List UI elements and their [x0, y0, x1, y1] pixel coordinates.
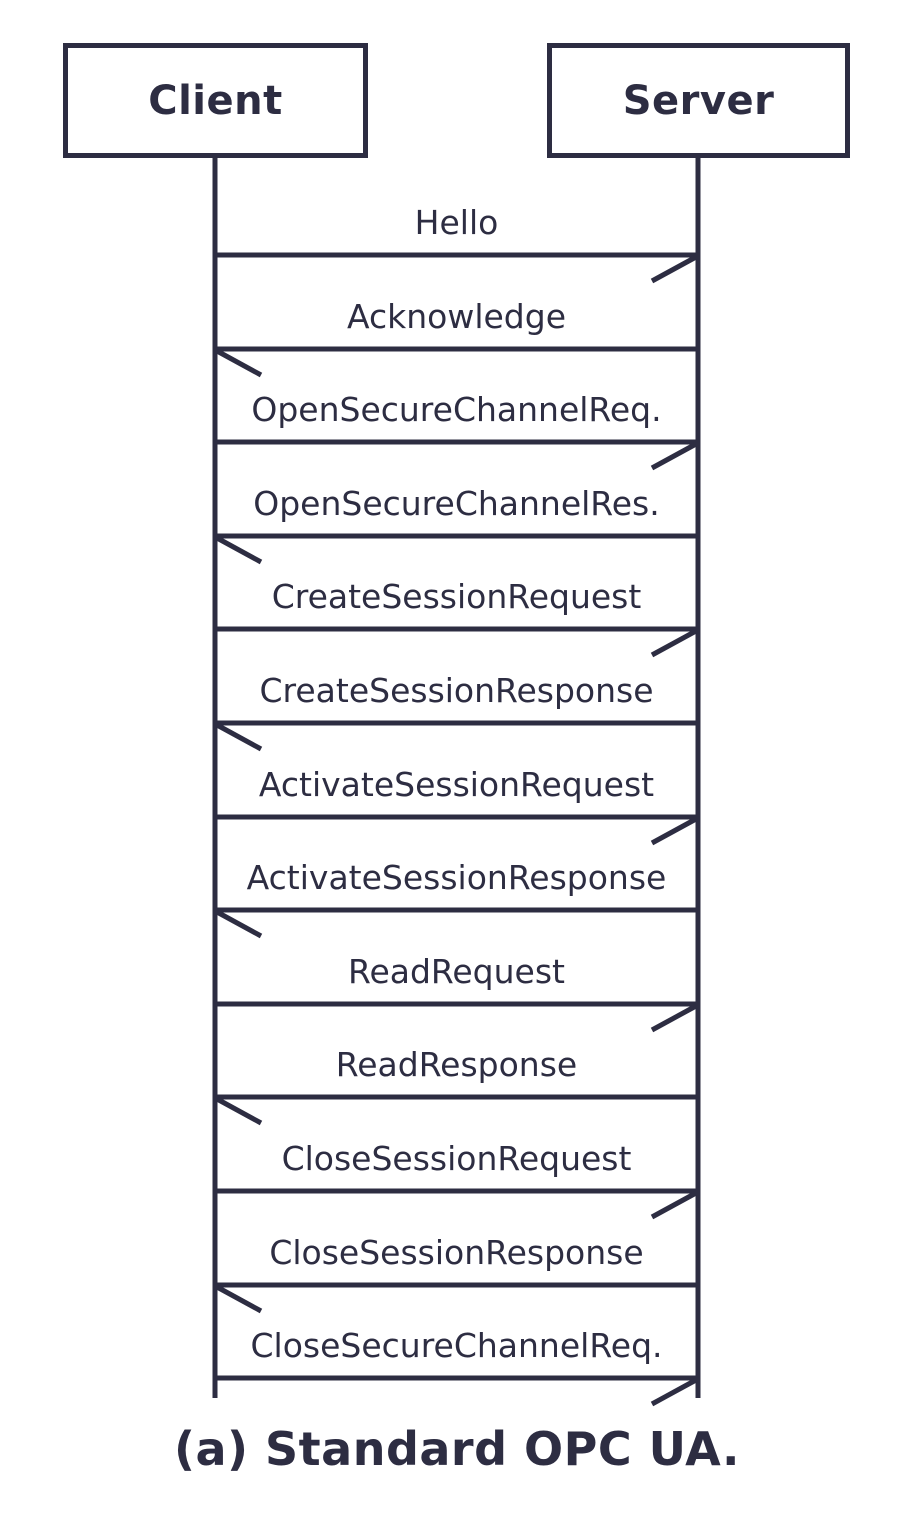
- figure-caption: (a) Standard OPC UA.: [173, 1422, 741, 1476]
- message-label: CreateSessionRequest: [271, 577, 642, 616]
- message-arrowhead: [650, 1003, 698, 1033]
- message-arrowhead: [650, 254, 698, 284]
- message-arrowhead: [215, 909, 263, 939]
- message-label: OpenSecureChannelReq.: [251, 390, 662, 429]
- message-arrowhead: [215, 722, 263, 752]
- message-label: CloseSessionRequest: [281, 1139, 632, 1178]
- message-arrowhead: [650, 441, 698, 471]
- message-arrowhead: [650, 628, 698, 658]
- message-arrowhead: [215, 348, 263, 378]
- message-arrowhead: [215, 1284, 263, 1314]
- message-label: Hello: [414, 203, 499, 242]
- message-label: ActivateSessionRequest: [258, 765, 655, 804]
- message-arrowhead: [215, 535, 263, 565]
- message-label: ActivateSessionResponse: [246, 858, 667, 897]
- message-label: Acknowledge: [346, 297, 566, 336]
- message-label: CloseSessionResponse: [269, 1233, 644, 1272]
- message-label: OpenSecureChannelRes.: [253, 484, 660, 523]
- message-arrowhead: [650, 816, 698, 846]
- message-label: ReadResponse: [335, 1045, 578, 1084]
- message-label: CreateSessionResponse: [259, 671, 654, 710]
- message-label: ReadRequest: [348, 952, 565, 991]
- actor-box-client: Client: [63, 43, 368, 158]
- message-arrowhead: [650, 1377, 698, 1407]
- actor-label-server: Server: [622, 77, 775, 124]
- actor-box-server: Server: [547, 43, 850, 158]
- message-arrowhead: [650, 1190, 698, 1220]
- message-arrowhead: [215, 1096, 263, 1126]
- actor-label-client: Client: [148, 77, 283, 124]
- message-label: CloseSecureChannelReq.: [250, 1326, 663, 1365]
